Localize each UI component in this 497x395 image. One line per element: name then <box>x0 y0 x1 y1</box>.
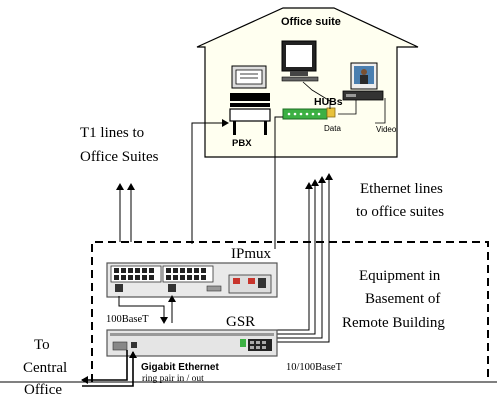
gigabit-ring-links <box>81 350 137 387</box>
t1-label-line1: T1 lines to <box>80 125 144 141</box>
video-monitor-icon <box>342 62 384 101</box>
house-outline <box>196 7 419 158</box>
office-suite-house <box>196 7 419 158</box>
ipmux-label: IPmux <box>231 246 272 262</box>
ethernet-label-line2: to office suites <box>356 204 444 220</box>
equipment-label-line2: Basement of <box>365 291 440 307</box>
gigabit-label: Gigabit Ethernet <box>141 362 219 373</box>
data-label: Data <box>324 124 341 133</box>
equipment-label-line3: Remote Building <box>342 315 445 331</box>
100baset-links <box>118 295 176 324</box>
ethernet-label-line1: Ethernet lines <box>360 181 443 197</box>
basement-boundary <box>91 241 489 382</box>
ipmux-device <box>106 262 278 298</box>
10-100baset-label: 10/100BaseT <box>286 362 343 373</box>
hub-video-link <box>338 100 357 115</box>
to-central-line1: To <box>34 337 50 353</box>
t1-label-line2: Office Suites <box>80 149 159 165</box>
video-cable <box>375 98 386 124</box>
t1-up-arrows <box>116 183 135 242</box>
to-central-line3: Office <box>24 382 62 395</box>
pbx-icon <box>229 65 271 135</box>
video-label: Video <box>376 125 397 134</box>
hub-icon <box>282 107 336 120</box>
gsr-label: GSR <box>226 314 255 330</box>
ethernet-up-lines <box>276 173 333 343</box>
gsr-device <box>106 329 278 357</box>
hub-computer-link <box>302 81 331 109</box>
to-central-line2: Central <box>23 360 67 376</box>
t1-to-pbx-line <box>191 119 229 244</box>
equipment-label-line1: Equipment in <box>359 268 441 284</box>
hubs-label: HUBs <box>314 96 343 108</box>
100baset-label: 100BaseT <box>106 314 149 325</box>
hub-to-ipmux-line <box>274 116 283 249</box>
computer-icon <box>281 40 319 82</box>
house-title: Office suite <box>281 16 341 28</box>
pbx-label: PBX <box>232 138 252 149</box>
ring-label: ring pair in / out <box>142 374 204 384</box>
